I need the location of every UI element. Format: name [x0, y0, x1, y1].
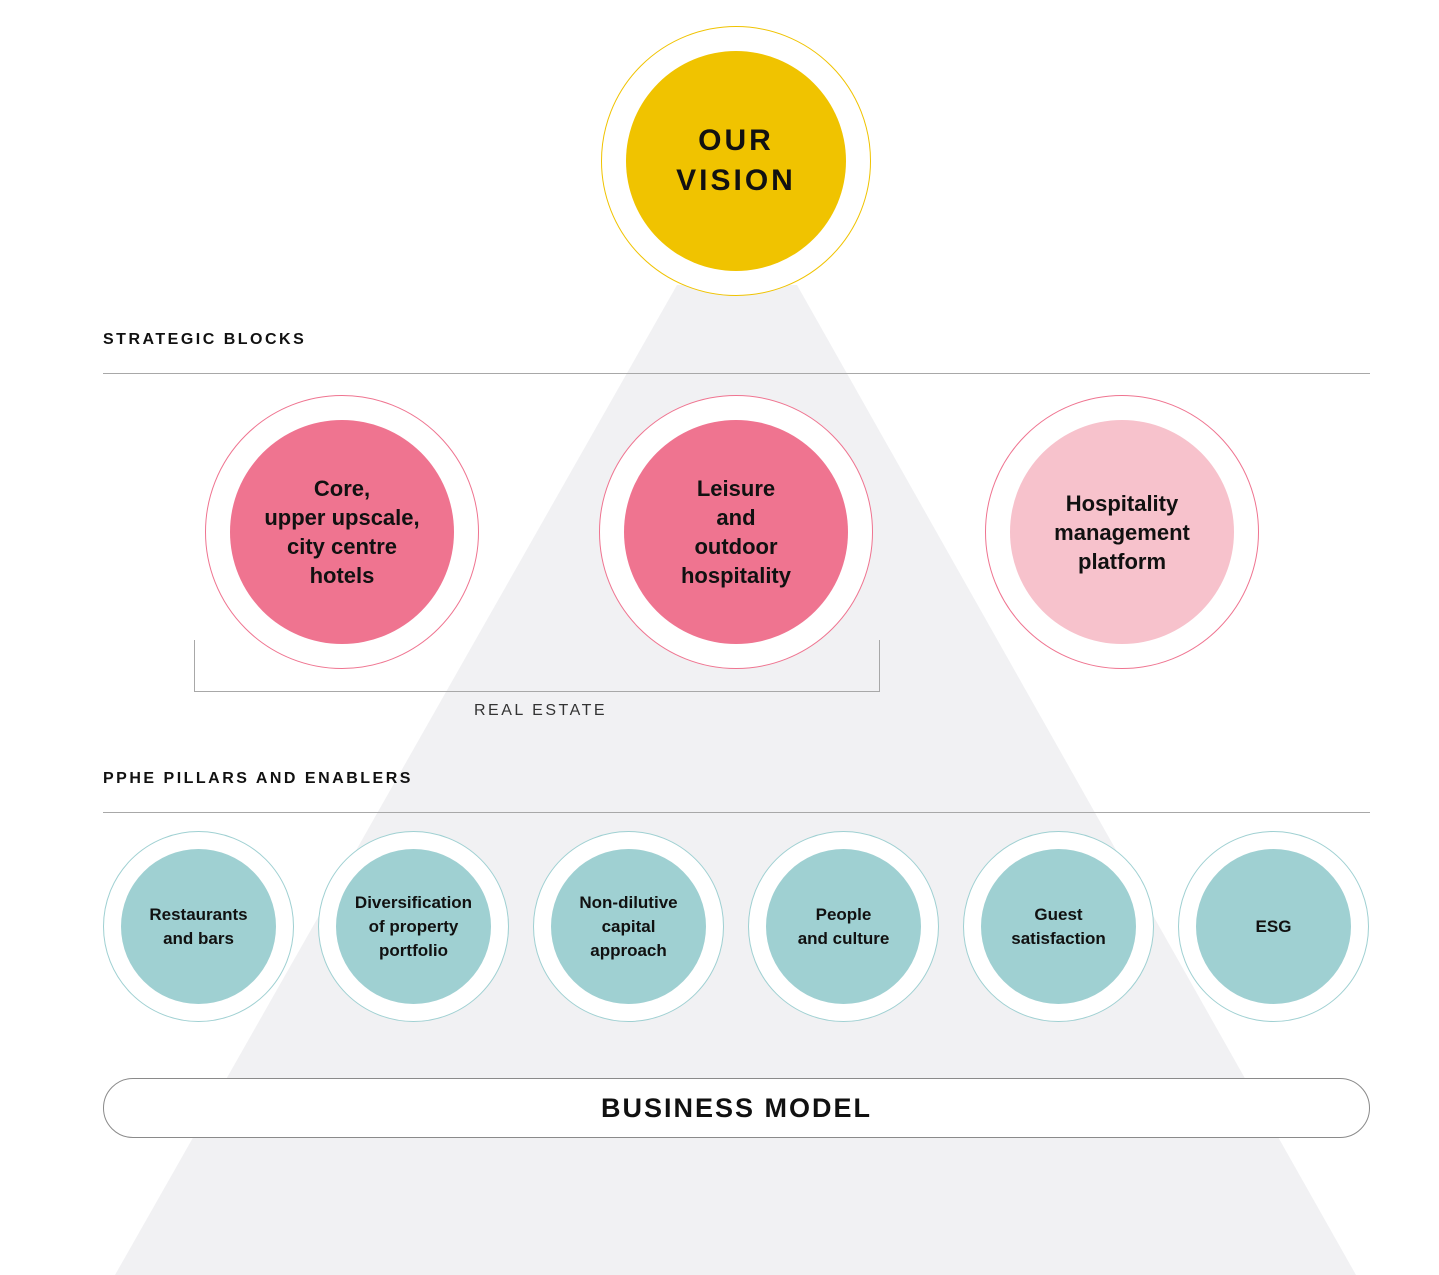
pillar-inner: Restaurants and bars [121, 849, 276, 1004]
pillars-divider [103, 812, 1370, 813]
strategic-block-inner: Leisure and outdoor hospitality [624, 420, 848, 644]
vision-circle: OUR VISION [601, 26, 871, 296]
vision-circle-inner: OUR VISION [626, 51, 846, 271]
business-model-label: BUSINESS MODEL [600, 1092, 873, 1123]
real-estate-label: REAL ESTATE [474, 702, 608, 719]
pillar-diversification: Diversification of property portfolio [318, 831, 509, 1022]
strategic-block-label: Leisure and outdoor hospitality [680, 476, 791, 588]
vision-label: OUR VISION [676, 124, 796, 197]
strategic-block-label: Core, upper upscale, city centre hotels [264, 476, 420, 588]
pillar-label: Diversification of property portfolio [354, 892, 473, 960]
strategic-block-leisure-outdoor: Leisure and outdoor hospitality [599, 395, 873, 669]
pillar-label: Non-dilutive capital approach [579, 892, 678, 960]
pillar-non-dilutive-capital: Non-dilutive capital approach [533, 831, 724, 1022]
pillar-esg: ESG [1178, 831, 1369, 1022]
strategic-block-inner: Core, upper upscale, city centre hotels [230, 420, 454, 644]
business-model-bar: BUSINESS MODEL [103, 1078, 1370, 1138]
pillar-label: Guest satisfaction [1011, 904, 1106, 948]
pillar-inner: Non-dilutive capital approach [551, 849, 706, 1004]
pillar-label: ESG [1255, 916, 1292, 936]
strategic-blocks-heading: STRATEGIC BLOCKS [103, 331, 307, 348]
pillar-guest-satisfaction: Guest satisfaction [963, 831, 1154, 1022]
pillar-people-culture: People and culture [748, 831, 939, 1022]
pillar-label: Restaurants and bars [149, 904, 248, 948]
pillars-heading: PPHE PILLARS AND ENABLERS [103, 770, 413, 787]
strategic-block-label: Hospitality management platform [1054, 490, 1190, 574]
pillar-inner: ESG [1196, 849, 1351, 1004]
real-estate-bracket [194, 640, 880, 692]
pyramid-shape [115, 285, 1356, 1275]
pillar-label: People and culture [797, 904, 890, 948]
strategic-block-inner: Hospitality management platform [1010, 420, 1234, 644]
strategic-block-management-platform: Hospitality management platform [985, 395, 1259, 669]
pillar-inner: People and culture [766, 849, 921, 1004]
pillar-inner: Diversification of property portfolio [336, 849, 491, 1004]
strategic-block-core-hotels: Core, upper upscale, city centre hotels [205, 395, 479, 669]
pillar-inner: Guest satisfaction [981, 849, 1136, 1004]
pillar-restaurants-bars: Restaurants and bars [103, 831, 294, 1022]
strategic-blocks-divider [103, 373, 1370, 374]
